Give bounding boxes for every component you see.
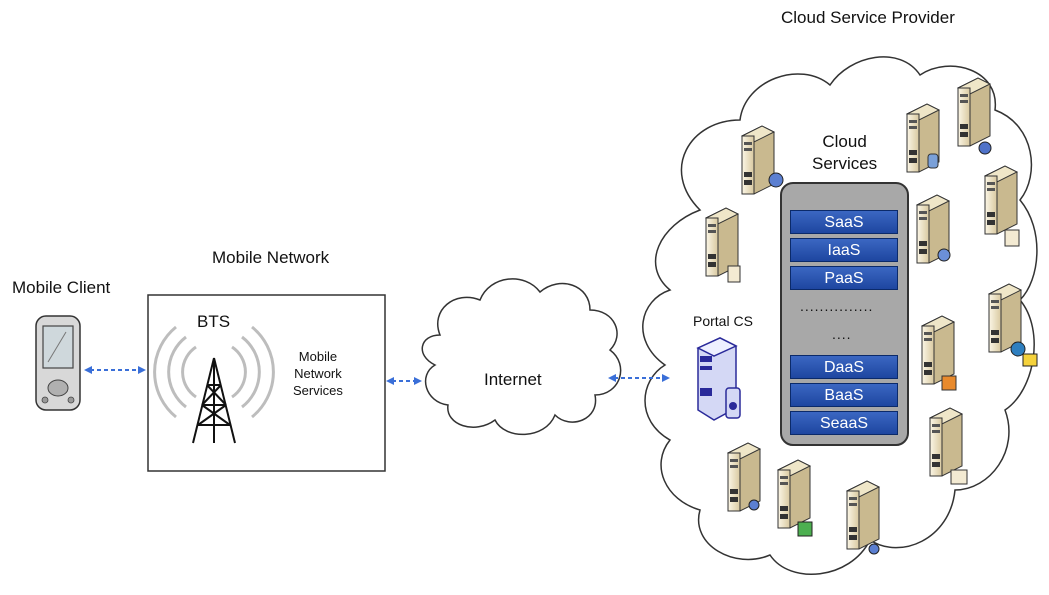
server-icon (846, 480, 880, 550)
server-badge-icon (727, 265, 741, 283)
service-iaas: IaaS (790, 238, 898, 262)
connector-network-internet (386, 377, 422, 385)
portal-cs-label: Portal CS (693, 313, 753, 329)
mobile-network-box (147, 294, 386, 472)
mobile-client-label: Mobile Client (12, 278, 111, 297)
server-badge-icon (978, 141, 992, 155)
cloud-services-line-1: Cloud (822, 132, 867, 151)
server-icon (777, 459, 811, 529)
service-paas: PaaS (790, 266, 898, 290)
server-icon (741, 125, 775, 195)
mobile-network-services-line-2: Network (294, 366, 342, 381)
mobile-network-services-line-3: Services (293, 383, 343, 398)
pda-icon (35, 315, 81, 411)
mobile-network-services-label: Mobile Network Services (293, 348, 343, 399)
tower-structure (192, 357, 236, 444)
mobile-network-label: Mobile Network (212, 248, 330, 267)
connector-internet-cloud (608, 374, 670, 382)
server-icon (984, 165, 1018, 235)
server-icon (921, 315, 955, 385)
cloud-service-provider-label: Cloud Service Provider (781, 8, 955, 27)
server-badge-icon (797, 521, 813, 537)
bts-label: BTS (197, 312, 231, 331)
server-badge-icon (927, 153, 939, 169)
server-badge-icon (941, 375, 957, 391)
server-badge-icon (937, 248, 951, 262)
mobile-network-services-line-1: Mobile (298, 349, 338, 364)
server-badge-icon (1004, 229, 1020, 247)
server-badge-icon (950, 469, 968, 485)
server-badge-icon (768, 172, 784, 188)
server-badge-icon (868, 543, 880, 555)
ellipsis-long: ............... (800, 298, 874, 314)
service-baas: BaaS (790, 383, 898, 407)
server-badge-icon (748, 499, 760, 511)
server-icon (929, 407, 963, 477)
service-seaas: SeaaS (790, 411, 898, 435)
service-saas: SaaS (790, 210, 898, 234)
portal-server-icon (696, 337, 741, 421)
server-icon (957, 77, 991, 147)
server-badge-icon (1022, 353, 1038, 367)
cloud-services-line-2: Services (812, 154, 878, 173)
cloud-services-label: Cloud Services (812, 131, 877, 175)
connector-client-network (84, 366, 146, 374)
server-badge-icon (1010, 341, 1026, 357)
internet-label: Internet (484, 370, 542, 389)
ellipsis-short: .... (832, 326, 852, 342)
service-daas: DaaS (790, 355, 898, 379)
internet-cloud-shape (421, 278, 622, 436)
cell-tower-icon (153, 325, 275, 419)
